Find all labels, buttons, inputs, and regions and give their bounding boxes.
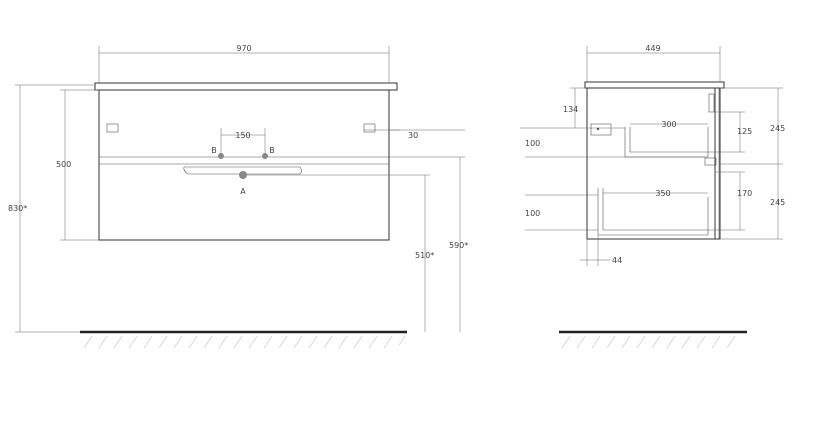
dim-hole-spacing-label: 150 [235, 131, 250, 140]
front-countertop [94, 82, 398, 91]
dim-lower-section-label: 245 [770, 198, 785, 207]
drain-label: A [240, 187, 246, 196]
front-floor-hatch [83, 335, 406, 349]
front-cabinet [98, 89, 390, 241]
hole-right-icon [262, 153, 268, 159]
side-top-handle [708, 93, 715, 113]
front-view: 970 830* 500 150 B B A 30 510* 590* [8, 44, 468, 349]
hole-left-label: B [211, 146, 217, 155]
side-bracket [590, 123, 612, 136]
dim-upper-inner-label: 125 [737, 127, 752, 136]
dim-drain-height-label: 510* [415, 251, 434, 260]
dim-upper-section-label: 245 [770, 124, 785, 133]
dim-depth-label: 449 [645, 44, 660, 53]
side-floor-hatch [561, 335, 736, 349]
dim-top-height-label: 590* [449, 241, 468, 250]
hole-right-label: B [269, 146, 275, 155]
dim-cabinet-height-label: 500 [56, 160, 71, 169]
drain-icon [239, 171, 247, 179]
dim-bracket-height-label: 134 [563, 105, 578, 114]
dim-width-label: 970 [236, 44, 251, 53]
bracket-right [363, 123, 376, 133]
side-cabinet [586, 87, 721, 240]
dim-upper-depth-label: 300 [661, 120, 676, 129]
hole-left-icon [218, 153, 224, 159]
dim-lower-offset-label: 100 [525, 209, 540, 218]
bracket-left [106, 123, 119, 133]
dim-bracket-offset-label: 30 [408, 131, 418, 140]
lower-drawer [597, 188, 709, 236]
dim-lower-depth-label: 350 [655, 189, 670, 198]
dim-lower-inner-label: 170 [737, 189, 752, 198]
dim-total-height-label: 830* [8, 204, 27, 213]
side-countertop [584, 81, 725, 89]
front-handle [183, 166, 302, 175]
dim-wall-gap-label: 44 [612, 256, 622, 265]
dim-upper-offset-label: 100 [525, 139, 540, 148]
side-handle [704, 157, 717, 166]
side-view: 449 134 100 100 300 350 125 170 245 [520, 44, 785, 349]
